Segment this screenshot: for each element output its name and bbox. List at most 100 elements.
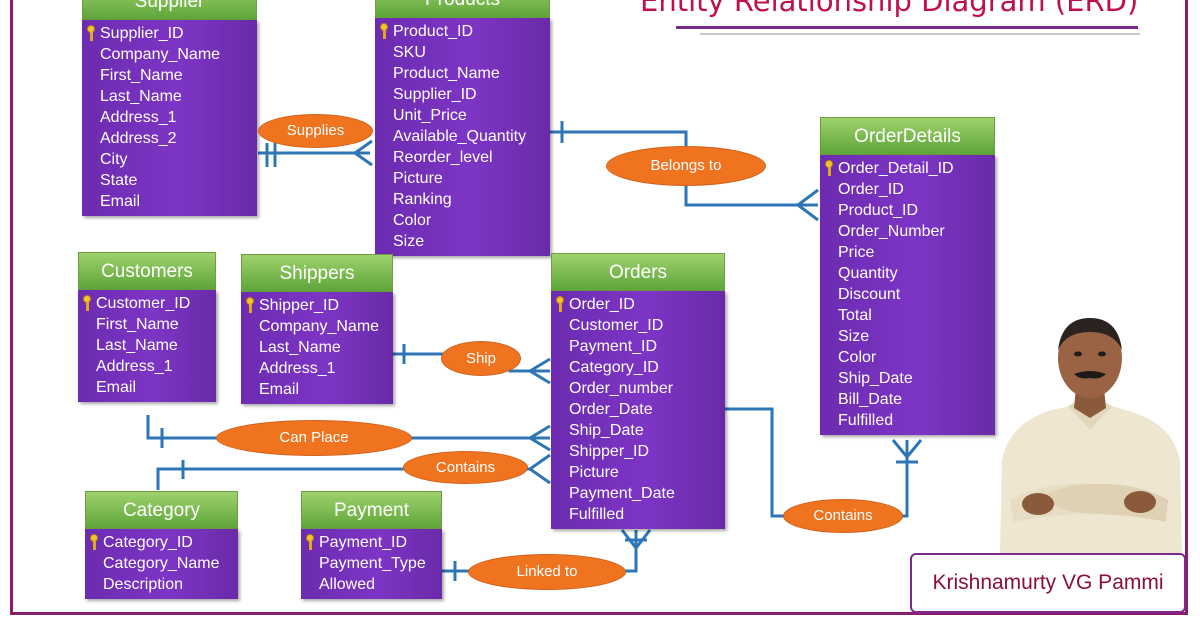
relationship-belongs-to[interactable]: Belongs to	[606, 146, 766, 186]
key-icon	[89, 534, 99, 550]
relationship-contains-orderdetails[interactable]: Contains	[783, 499, 903, 533]
title-underline	[676, 26, 1138, 29]
relationship-supplies[interactable]: Supplies	[258, 114, 373, 148]
diagram-title: Entity Relationship Diagram (ERD)	[640, 0, 1139, 18]
attribute: Picture	[393, 170, 443, 187]
author-name-box: Krishnamurty VG Pammi	[910, 553, 1186, 613]
connector-category-orders	[156, 453, 551, 490]
key-icon	[245, 297, 255, 313]
entity-supplier[interactable]: Supplier Supplier_ID Company_Name First_…	[82, 0, 257, 216]
attribute: Ranking	[393, 191, 452, 208]
attribute-primary-key: Payment_ID	[301, 532, 442, 553]
relationship-linked-to[interactable]: Linked to	[468, 554, 626, 590]
entity-header-shippers: Shippers	[241, 254, 393, 292]
attribute: Product_Name	[393, 65, 500, 82]
attribute: Email	[100, 193, 141, 210]
attribute: Address_2	[100, 130, 177, 147]
attribute: Allowed	[319, 576, 376, 593]
attribute: Quantity	[838, 265, 898, 282]
attribute-primary-key: Category_ID	[85, 532, 238, 553]
entity-payment[interactable]: Payment Payment_ID Payment_Type Allowed	[301, 491, 442, 599]
connector-customers-orders	[146, 415, 550, 440]
attribute: Bill_Date	[838, 391, 903, 408]
entity-body-shippers: Shipper_ID Company_Name Last_Name Addres…	[241, 292, 393, 404]
attribute: Picture	[569, 464, 619, 481]
entity-products[interactable]: Products Product_ID SKU Product_Name Sup…	[375, 0, 550, 256]
entity-orders[interactable]: Orders Order_ID Customer_ID Payment_ID C…	[551, 253, 725, 529]
cardinality-many-orders-ship	[529, 357, 551, 385]
attribute: Description	[103, 576, 184, 593]
entity-header-products: Products	[375, 0, 550, 18]
attribute: Order_ID	[838, 181, 904, 198]
attribute: First_Name	[96, 316, 179, 333]
connector-orders-orderdetails	[725, 407, 909, 518]
attribute: Unit_Price	[393, 107, 467, 124]
entity-body-orderdetails: Order_Detail_ID Order_ID Product_ID Orde…	[820, 155, 995, 435]
entity-header-orderdetails: OrderDetails	[820, 117, 995, 155]
attribute: Payment_ID	[569, 338, 658, 355]
attribute: Last_Name	[100, 88, 182, 105]
entity-body-orders: Order_ID Customer_ID Payment_ID Category…	[551, 291, 725, 529]
diagram-frame	[10, 0, 1188, 615]
attribute: Company_Name	[100, 46, 221, 63]
cardinality-many-orderdetails-2	[891, 439, 923, 458]
attribute: Supplier_ID	[393, 86, 477, 103]
attribute-primary-key: Supplier_ID	[82, 23, 257, 44]
key-icon	[305, 534, 315, 550]
attribute: Last_Name	[259, 339, 341, 356]
attribute: City	[100, 151, 128, 168]
relationship-contains-category[interactable]: Contains	[403, 451, 528, 484]
title-underline-shadow	[700, 33, 1140, 35]
entity-body-customers: Customer_ID First_Name Last_Name Address…	[78, 290, 216, 402]
entity-category[interactable]: Category Category_ID Category_Name Descr…	[85, 491, 238, 599]
entity-body-supplier: Supplier_ID Company_Name First_Name Last…	[82, 20, 257, 216]
attribute: Company_Name	[259, 318, 380, 335]
attribute: Color	[393, 212, 432, 229]
attribute: Size	[393, 233, 425, 250]
key-icon	[86, 25, 96, 41]
cardinality-many-orders-place	[529, 424, 551, 452]
attribute: Total	[838, 307, 872, 324]
key-icon	[379, 23, 389, 39]
attribute: First_Name	[100, 67, 183, 84]
attribute: Shipper_ID	[569, 443, 650, 460]
author-name: Krishnamurty VG Pammi	[932, 571, 1164, 594]
attribute: Fulfilled	[838, 412, 894, 429]
attribute: State	[100, 172, 138, 189]
entity-body-category: Category_ID Category_Name Description	[85, 529, 238, 599]
attribute: Ship_Date	[838, 370, 913, 387]
attribute: Order_Date	[569, 401, 653, 418]
entity-header-supplier: Supplier	[82, 0, 257, 20]
relationship-can-place[interactable]: Can Place	[216, 420, 412, 456]
attribute-primary-key: Order_Detail_ID	[820, 158, 995, 179]
attribute: Payment_Type	[319, 555, 426, 572]
entity-shippers[interactable]: Shippers Shipper_ID Company_Name Last_Na…	[241, 254, 393, 404]
attribute-primary-key: Order_ID	[551, 294, 725, 315]
attribute: Available_Quantity	[393, 128, 527, 145]
key-icon	[555, 296, 565, 312]
attribute: Reorder_level	[393, 149, 493, 166]
entity-orderdetails[interactable]: OrderDetails Order_Detail_ID Order_ID Pr…	[820, 117, 995, 435]
relationship-ship[interactable]: Ship	[441, 341, 521, 376]
attribute-primary-key: Product_ID	[375, 21, 550, 42]
attribute: Discount	[838, 286, 901, 303]
cardinality-many-orderdetails	[797, 188, 819, 222]
attribute: Price	[838, 244, 875, 261]
author-photo	[990, 310, 1188, 553]
attribute: Product_ID	[838, 202, 919, 219]
attribute: Order_Number	[838, 223, 945, 240]
cardinality-one-supplier	[265, 143, 277, 167]
cardinality-many-orders-category	[529, 467, 551, 485]
entity-header-customers: Customers	[78, 252, 216, 290]
attribute: Fulfilled	[569, 506, 625, 523]
attribute: Address_1	[100, 109, 177, 126]
attribute: Ship_Date	[569, 422, 644, 439]
cardinality-many-products	[354, 139, 373, 167]
attribute: SKU	[393, 44, 426, 61]
attribute: Email	[259, 381, 300, 398]
attribute: Category_ID	[569, 359, 659, 376]
key-icon	[82, 295, 92, 311]
attribute: Payment_Date	[569, 485, 675, 502]
entity-customers[interactable]: Customers Customer_ID First_Name Last_Na…	[78, 252, 216, 402]
attribute: Customer_ID	[569, 317, 664, 334]
